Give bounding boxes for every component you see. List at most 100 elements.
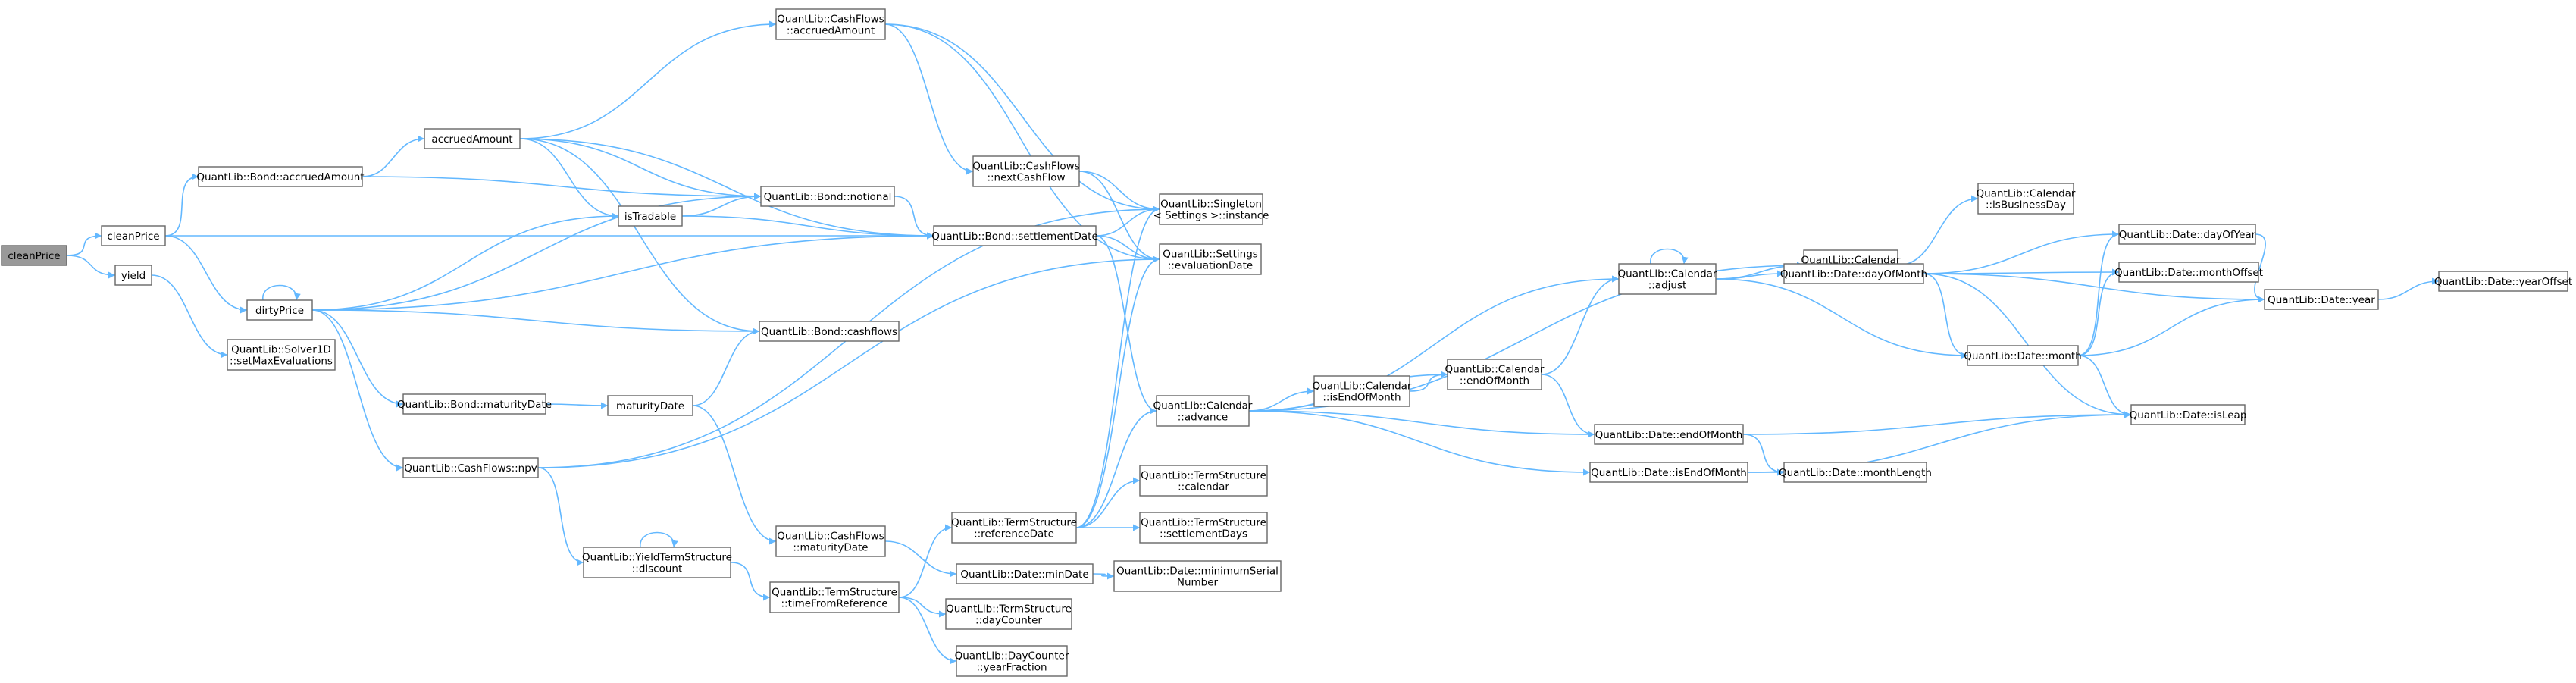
- node-ts-day-counter[interactable]: QuantLib::TermStructure::dayCounter: [945, 598, 1072, 630]
- edge-date-month-to-date-is-leap: [2077, 355, 2132, 418]
- call-edge: [311, 309, 760, 335]
- edge-date-year-to-date-year-offset: [2377, 277, 2440, 300]
- node-date-is-end-of-month[interactable]: QuantLib::Date::isEndOfMonth: [1589, 462, 1748, 483]
- edge-dirty-price-to-bond-maturity-date: [311, 309, 404, 408]
- node-settings-eval-date[interactable]: QuantLib::Settings::evaluationDate: [1159, 243, 1262, 275]
- node-yield[interactable]: yield: [114, 265, 152, 286]
- edge-cal-is-end-of-month-to-cal-end-of-month: [1409, 371, 1448, 392]
- node-box: [972, 155, 1080, 187]
- node-is-tradable[interactable]: isTradable: [618, 205, 683, 227]
- node-box: [607, 395, 693, 416]
- node-box: [424, 128, 521, 149]
- edge-accrued-amount-to-bond-notional: [519, 138, 762, 200]
- node-ts-reference-date[interactable]: QuantLib::TermStructure::referenceDate: [951, 512, 1077, 544]
- edge-date-min-date-to-date-min-serial: [1092, 572, 1115, 580]
- node-box: [618, 205, 683, 227]
- node-singleton-instance[interactable]: QuantLib::Singleton< Settings >::instanc…: [1153, 193, 1269, 225]
- node-date-month-offset[interactable]: QuantLib::Date::monthOffset: [2114, 262, 2263, 283]
- call-edge: [894, 196, 934, 240]
- node-label: QuantLib::YieldTermStructure: [582, 552, 732, 564]
- node-bond-settlement-date[interactable]: QuantLib::Bond::settlementDate: [931, 225, 1098, 246]
- edge-bond-notional-to-bond-settlement-date: [894, 196, 934, 240]
- edge-date-day-of-month-to-date-year: [1923, 273, 2265, 303]
- node-label: yield: [121, 270, 146, 282]
- edge-dirty-price-to-dirty-price: [262, 284, 301, 301]
- node-box: [1159, 193, 1263, 225]
- node-date-month[interactable]: QuantLib::Date::month: [1964, 345, 2082, 366]
- edge-is-tradable-to-bond-notional: [681, 193, 762, 217]
- node-label: QuantLib::Solver1D: [231, 344, 331, 356]
- edge-clean-price-to-bond-accrued-amount: [164, 173, 199, 237]
- call-edge: [164, 235, 248, 314]
- call-edge: [2077, 296, 2265, 356]
- edge-date-day-of-month-to-date-month: [1923, 273, 1968, 359]
- node-bond-maturity-date[interactable]: QuantLib::Bond::maturityDate: [397, 393, 552, 415]
- edge-dirty-price-to-bond-cashflows: [311, 309, 760, 335]
- node-date-end-of-month[interactable]: QuantLib::Date::endOfMonth: [1594, 424, 1744, 445]
- node-clean-price-root[interactable]: cleanPrice: [1, 245, 67, 266]
- node-box: [402, 393, 546, 415]
- node-date-year[interactable]: QuantLib::Date::year: [2264, 289, 2379, 310]
- node-cal-is-business-day[interactable]: QuantLib::Calendar::isBusinessDay: [1977, 183, 2076, 215]
- node-cal-end-of-month[interactable]: QuantLib::Calendar::endOfMonth: [1445, 359, 1545, 390]
- node-accrued-amount[interactable]: accruedAmount: [424, 128, 521, 149]
- call-edge: [537, 467, 584, 566]
- node-box: [227, 339, 336, 371]
- edge-cf-next-cash-flow-to-settings-eval-date: [1078, 171, 1160, 263]
- edge-cf-npv-to-settings-eval-date: [537, 255, 1160, 468]
- call-edge: [1095, 235, 1157, 415]
- call-edge: [1248, 275, 1620, 412]
- node-bond-notional[interactable]: QuantLib::Bond::notional: [760, 186, 895, 207]
- node-cal-advance[interactable]: QuantLib::Calendar::advance: [1153, 395, 1253, 427]
- node-date-min-date[interactable]: QuantLib::Date::minDate: [956, 563, 1094, 584]
- node-date-day-of-year[interactable]: QuantLib::Date::dayOfYear: [2118, 224, 2256, 245]
- node-clean-price[interactable]: cleanPrice: [101, 225, 166, 246]
- call-edge: [311, 212, 619, 311]
- node-label: < Settings >::instance: [1153, 210, 1269, 222]
- node-yts-discount[interactable]: QuantLib::YieldTermStructure::discount: [582, 547, 732, 578]
- edge-ts-reference-date-to-singleton-instance: [1075, 205, 1160, 528]
- node-cf-accrued-amount[interactable]: QuantLib::CashFlows::accruedAmount: [775, 8, 886, 40]
- node-date-month-length[interactable]: QuantLib::Date::monthLength: [1779, 462, 1932, 483]
- edge-dirty-price-to-cf-npv: [311, 309, 404, 472]
- call-edge: [898, 524, 953, 598]
- node-box: [402, 457, 539, 478]
- call-edge: [311, 309, 404, 472]
- node-solver-set-max[interactable]: QuantLib::Solver1D::setMaxEvaluations: [227, 339, 336, 371]
- node-cf-maturity-date[interactable]: QuantLib::CashFlows::maturityDate: [775, 525, 886, 557]
- node-label: ::maturityDate: [793, 542, 868, 554]
- node-cf-npv[interactable]: QuantLib::CashFlows::npv: [402, 457, 539, 478]
- call-edge: [1248, 410, 1595, 438]
- node-ts-settlement-days[interactable]: QuantLib::TermStructure::settlementDays: [1139, 512, 1268, 544]
- node-date-year-offset[interactable]: QuantLib::Date::yearOffset: [2434, 271, 2572, 292]
- node-label: ::evaluationDate: [1168, 260, 1253, 272]
- call-edge: [640, 531, 678, 548]
- node-label: QuantLib::Date::minDate: [960, 569, 1088, 581]
- node-bond-cashflows[interactable]: QuantLib::Bond::cashflows: [759, 321, 900, 342]
- node-cf-next-cash-flow[interactable]: QuantLib::CashFlows::nextCashFlow: [972, 155, 1080, 187]
- call-edge: [66, 232, 102, 256]
- call-edge: [884, 540, 957, 578]
- call-edge: [1650, 248, 1689, 265]
- node-ts-time-from-ref[interactable]: QuantLib::TermStructure::timeFromReferen…: [769, 581, 900, 613]
- edge-date-end-of-month-to-date-is-leap: [1742, 411, 2132, 435]
- edge-cf-npv-to-yts-discount: [537, 467, 584, 566]
- edge-accrued-amount-to-bond-cashflows: [519, 138, 760, 335]
- node-box: [2130, 404, 2246, 425]
- node-maturity-date[interactable]: maturityDate: [607, 395, 693, 416]
- node-bond-accrued-amount[interactable]: QuantLib::Bond::accruedAmount: [196, 166, 365, 187]
- node-cal-is-end-of-month[interactable]: QuantLib::Calendar::isEndOfMonth: [1313, 375, 1412, 407]
- node-date-is-leap[interactable]: QuantLib::Date::isLeap: [2130, 404, 2247, 425]
- node-label: QuantLib::Date::isLeap: [2130, 409, 2247, 421]
- edge-dirty-price-to-bond-notional: [311, 193, 762, 311]
- node-box: [1156, 395, 1250, 427]
- edge-yts-discount-to-yts-discount: [640, 531, 678, 548]
- node-box: [775, 525, 886, 557]
- node-label: ::isBusinessDay: [1986, 199, 2066, 211]
- node-date-day-of-month[interactable]: QuantLib::Date::dayOfMonth: [1780, 263, 1927, 284]
- node-cal-adjust[interactable]: QuantLib::Calendar::adjust: [1618, 263, 1717, 295]
- node-dirty-price[interactable]: dirtyPrice: [246, 299, 313, 321]
- node-dc-year-fraction[interactable]: QuantLib::DayCounter::yearFraction: [955, 645, 1069, 677]
- node-ts-calendar[interactable]: QuantLib::TermStructure::calendar: [1139, 465, 1268, 497]
